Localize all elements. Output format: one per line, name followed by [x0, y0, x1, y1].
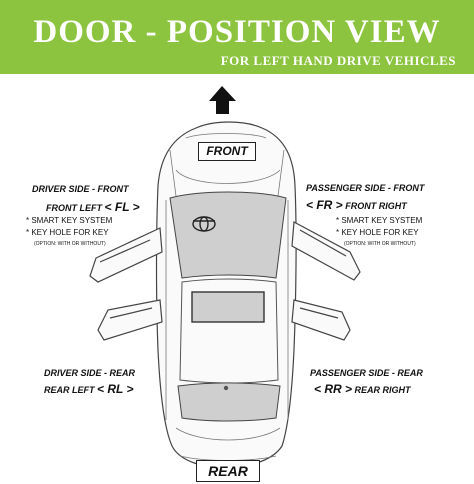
rr-name: < RR > REAR RIGHT [314, 382, 411, 396]
rr-name-text: REAR RIGHT [354, 385, 411, 395]
fl-code: < FL > [104, 200, 140, 214]
fr-option: (OPTION: WITH OR WITHOUT) [344, 241, 416, 247]
fl-name: FRONT LEFT < FL > [46, 200, 140, 214]
page-title: DOOR - POSITION VIEW [33, 14, 441, 50]
rl-code: < RL > [97, 382, 134, 396]
fr-code: < FR > [306, 198, 343, 212]
rr-heading: PASSENGER SIDE - REAR [310, 368, 423, 378]
fl-name-text: FRONT LEFT [46, 203, 102, 213]
door-front-left [89, 227, 163, 283]
page-subtitle: FOR LEFT HAND DRIVE VEHICLES [220, 53, 456, 68]
door-rear-right [291, 299, 351, 341]
door-front-right [291, 221, 361, 281]
rear-label: REAR [196, 460, 260, 482]
door-rear-left [97, 299, 163, 341]
fr-heading: PASSENGER SIDE - FRONT [306, 183, 425, 193]
rl-name-text: REAR LEFT [44, 385, 95, 395]
fl-note-2: * KEY HOLE FOR KEY [26, 228, 109, 237]
car-logo-icon [192, 216, 216, 232]
front-label: FRONT [198, 142, 256, 161]
rr-code: < RR > [314, 382, 353, 396]
fr-note-2: * KEY HOLE FOR KEY [336, 228, 419, 237]
fr-name-text: FRONT RIGHT [345, 201, 407, 211]
header-banner [0, 0, 474, 74]
rl-name: REAR LEFT < RL > [44, 382, 133, 396]
rl-heading: DRIVER SIDE - REAR [44, 368, 136, 378]
fr-note-1: * SMART KEY SYSTEM [336, 216, 423, 225]
fl-note-1: * SMART KEY SYSTEM [26, 216, 113, 225]
fr-name: < FR > FRONT RIGHT [306, 198, 407, 212]
fl-option: (OPTION: WITH OR WITHOUT) [34, 241, 106, 247]
up-arrow-icon [209, 86, 236, 114]
fl-heading: DRIVER SIDE - FRONT [32, 184, 129, 194]
